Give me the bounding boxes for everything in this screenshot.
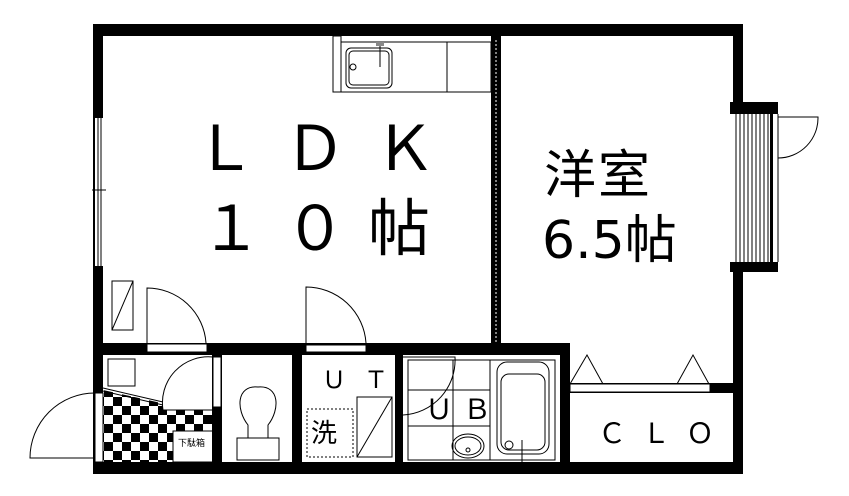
western-room-label: 洋室 — [544, 146, 653, 206]
ldk-doors — [146, 286, 367, 353]
kitchen-counter — [332, 35, 492, 93]
ub-label: ＵＢ — [425, 393, 502, 426]
ldk-storage — [111, 280, 134, 331]
shoe-cabinet-label: 下駄箱 — [178, 439, 206, 449]
closet — [570, 393, 733, 462]
utility-room — [302, 355, 403, 462]
ut-label: ＵＴ — [322, 366, 406, 394]
toilet — [222, 355, 302, 462]
ldk-size-label: １０帖 — [200, 192, 453, 265]
closet-doors — [569, 353, 711, 393]
partition-ldk-western — [491, 36, 501, 346]
balcony — [733, 114, 819, 262]
ldk-label: ＬＤＫ — [194, 112, 465, 185]
western-room-size-label: 6.5帖 — [542, 211, 677, 271]
washer-label: 洗 — [311, 419, 338, 449]
entrance — [29, 355, 222, 463]
unit-bath — [402, 355, 560, 462]
closet-label: ＣＬＯ — [598, 417, 731, 450]
window-left — [92, 118, 106, 266]
